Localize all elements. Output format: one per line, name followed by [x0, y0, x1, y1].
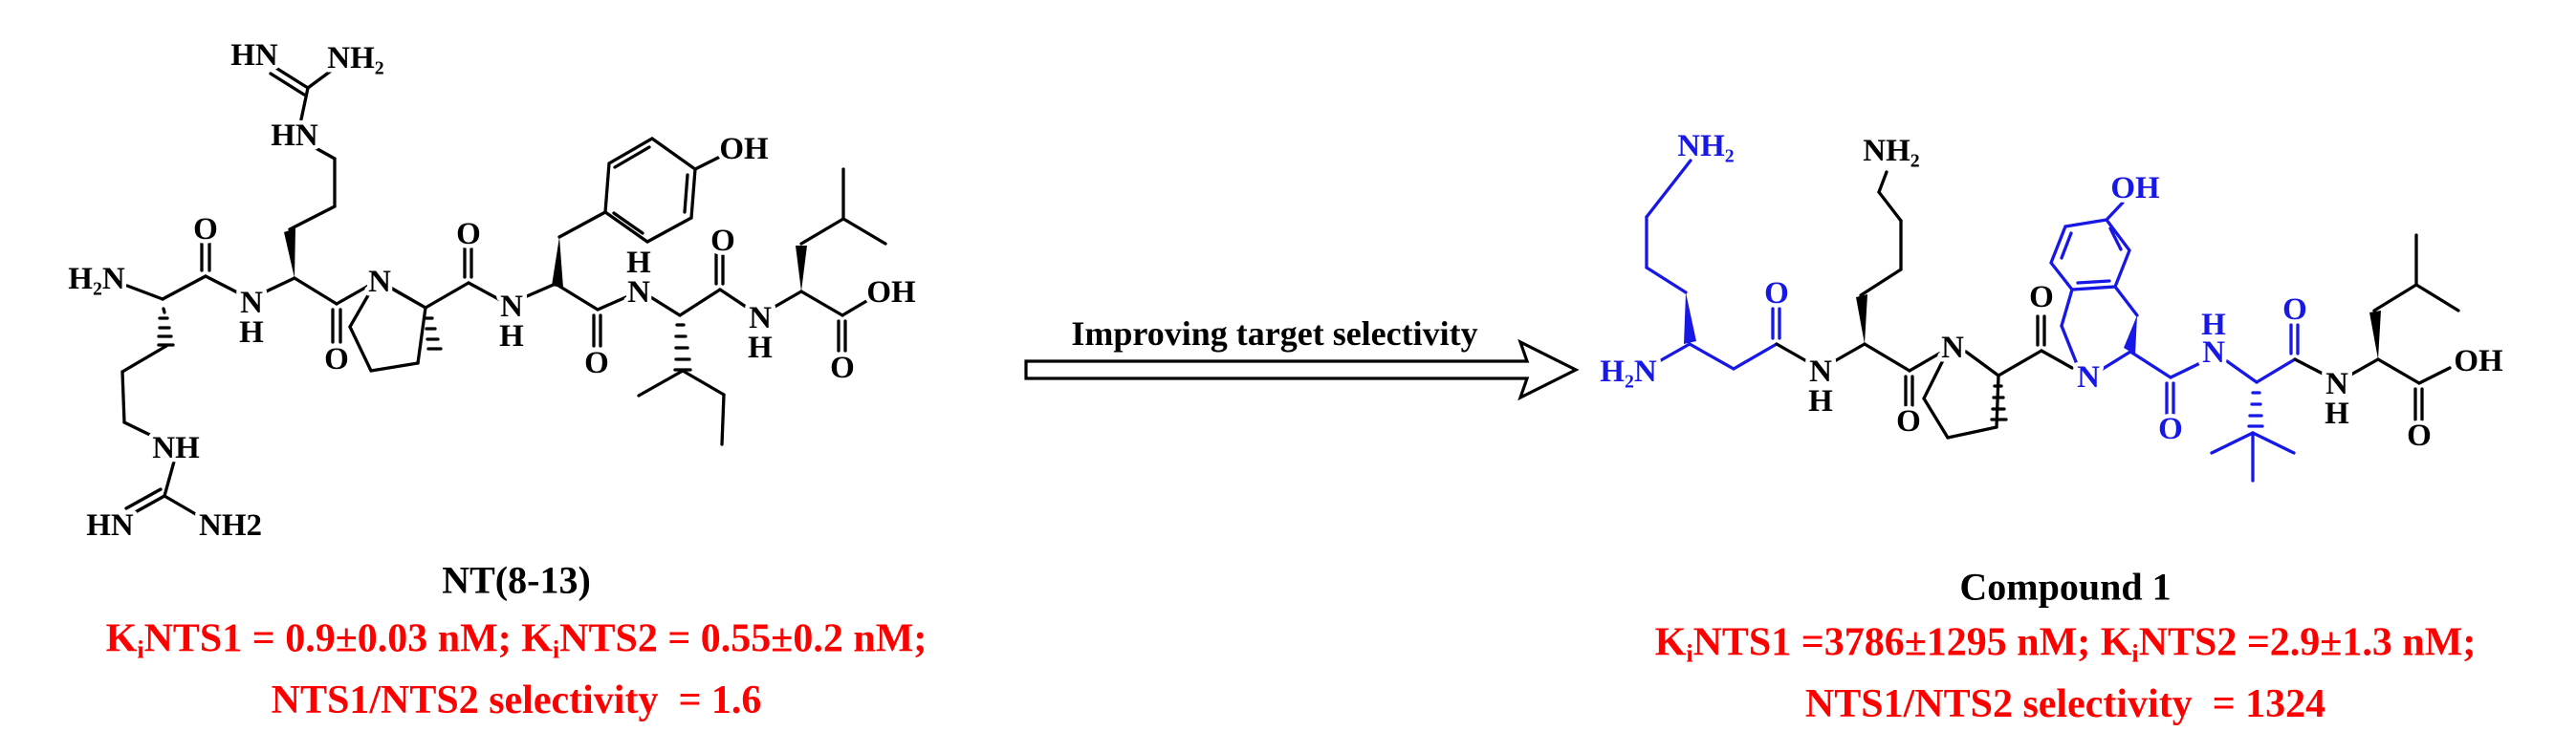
atom-label-amide1-n: N	[240, 286, 263, 320]
ki-symbol: K	[1654, 620, 1687, 665]
atom-label-amide5-h: H	[2325, 397, 2349, 431]
atom-label-lys-o: O	[1896, 404, 1921, 439]
atom-label-cterm2-oh: OH	[2454, 344, 2503, 378]
atom-label-tbu-n: N	[2202, 335, 2225, 370]
atom-label-tic-n: N	[2077, 360, 2100, 395]
right-structure-name: Compound 1	[1959, 565, 2172, 609]
compound1-structure: NH₂ H₂N O NH₂ N H O N O OH N O H N O N H…	[1596, 125, 2507, 483]
atom-label-pro-n: N	[368, 265, 391, 299]
atom-label-arg2-o: O	[324, 342, 349, 376]
left-affinity-line1: KiNTS1 = 0.9±0.03 nM; KiNTS2 = 0.55±0.2 …	[106, 615, 928, 664]
right-affinity-line1: KiNTS1 =3786±1295 nM; KiNTS2 =2.9±1.3 nM…	[1655, 619, 2477, 668]
atom-label-tbu-o: O	[2282, 292, 2307, 327]
atom-label-amide3-n: N	[500, 290, 523, 324]
atom-label-tic-oh: OH	[2110, 171, 2160, 205]
atom-label-tyr-oh: OH	[719, 132, 769, 166]
left-affinity-nts1: NTS1 = 0.9±0.03 nM;	[143, 616, 522, 661]
atom-label-amide3-h: H	[499, 319, 524, 354]
atom-label-arg1-gdn-nh2: NH2	[199, 508, 262, 543]
atom-label-blys-o: O	[1764, 276, 1789, 311]
reaction-arrow	[1024, 338, 1580, 401]
atom-label-cterm-oh: OH	[866, 275, 916, 310]
atom-label-amide1-h: H	[1808, 384, 1833, 419]
atom-label-amide5-n: N	[749, 301, 772, 335]
atom-label-amide5-n: N	[2325, 367, 2348, 401]
atom-label-arg1-gdn-hn: HN	[86, 508, 134, 543]
atom-label-amide5-h: H	[748, 331, 773, 365]
arrow-label: Improving target selectivity	[1071, 314, 1478, 353]
right-selectivity-line: NTS1/NTS2 selectivity = 1324	[1804, 682, 2326, 726]
left-structure-name: NT(8-13)	[442, 558, 591, 602]
ki-symbol: K	[521, 616, 553, 661]
atom-label-tyr-o: O	[584, 346, 609, 380]
ki-subscript: i	[137, 635, 144, 664]
atom-label-pro2-n: N	[1941, 331, 1964, 365]
atom-label-amide1-h: H	[239, 315, 264, 350]
ki-subscript: i	[1686, 639, 1693, 668]
atom-label-arg1-ne-nh: NH	[152, 431, 200, 465]
left-selectivity-line: NTS1/NTS2 selectivity = 1.6	[271, 678, 762, 722]
atom-label-cterm-o: O	[830, 351, 855, 385]
ki-subscript: i	[2131, 639, 2139, 668]
atom-label-arg2-ne-hn: HN	[271, 118, 318, 153]
left-affinity-nts2: NTS2 = 0.55±0.2 nM;	[559, 616, 928, 661]
atom-label-lys-nh2: NH₂	[1863, 134, 1920, 168]
atom-label-blys-nh2: NH₂	[1677, 129, 1735, 163]
atom-label-arg2-gdn-hn: HN	[230, 38, 278, 73]
atom-label-arg2-gdn-nh2: NH₂	[327, 41, 384, 75]
atom-label-amide1-n: N	[1809, 355, 1832, 389]
atom-label-arg1-o: O	[193, 212, 218, 247]
ki-symbol: K	[2100, 620, 2132, 665]
atom-label-pro2-o: O	[2029, 280, 2054, 314]
atom-label-cterm2-o: O	[2407, 419, 2432, 453]
right-affinity-nts1: NTS1 =3786±1295 nM;	[1692, 620, 2101, 665]
nt813-structure: H₂N O N H HN HN NH₂ O N O N H OH O H N O…	[64, 34, 921, 548]
atom-label-amide4-n: N	[627, 275, 650, 310]
atom-label-tbu-h: H	[2201, 308, 2226, 342]
ki-subscript: i	[552, 635, 560, 664]
atom-label-blys-h2n: H₂N	[1600, 355, 1657, 389]
atom-label-h2n: H₂N	[68, 262, 125, 296]
atom-label-ile-o: O	[710, 224, 735, 258]
atom-label-tic-o: O	[2158, 412, 2183, 446]
ki-symbol: K	[105, 616, 138, 661]
atom-label-amide4-h: H	[626, 246, 651, 280]
atom-label-pro-o: O	[456, 217, 481, 251]
right-affinity-nts2: NTS2 =2.9±1.3 nM;	[2138, 620, 2477, 665]
